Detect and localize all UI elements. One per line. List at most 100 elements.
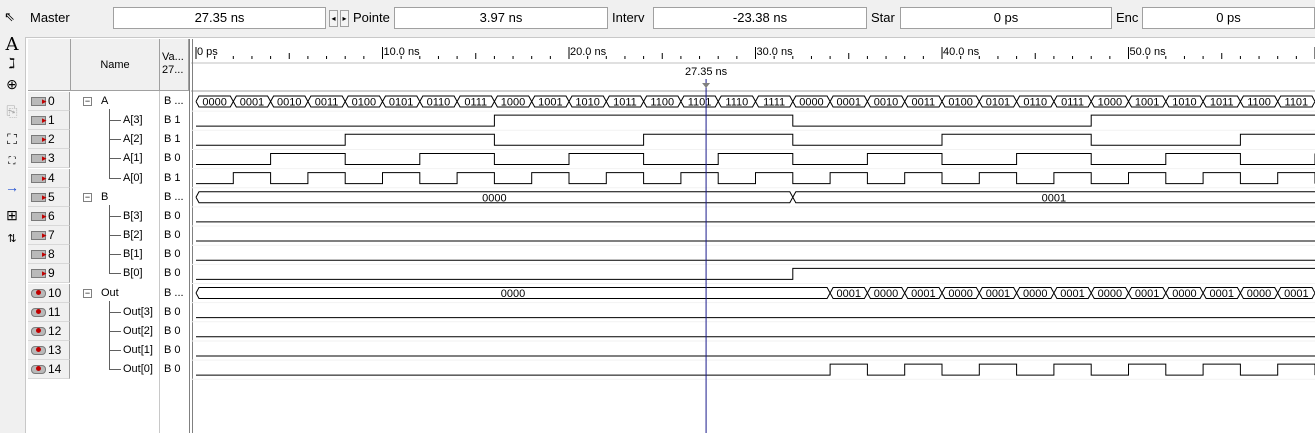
signal-name: A[2] [123, 133, 143, 146]
bus-value-label: 1110 [725, 97, 748, 109]
bus-value-label: 0001 [1135, 288, 1159, 300]
output-dot-icon [36, 308, 41, 314]
pin-arrow-icon: ▸ [42, 96, 47, 106]
signal-value: B 1 [164, 114, 181, 127]
output-dot-icon [36, 366, 41, 372]
bus-value-label: 0010 [874, 97, 898, 109]
bus-value-label: 1001 [538, 97, 562, 109]
bus-value-label: 0000 [482, 192, 506, 204]
bus-segment [1053, 287, 1092, 299]
paste-icon[interactable]: ⎘ [6, 103, 18, 119]
pointer-time-field[interactable]: 3.97 ns [394, 7, 608, 29]
signal-name: B[1] [123, 248, 143, 261]
signal-index: 0 [48, 94, 55, 108]
start-label: Star [871, 10, 895, 25]
bus-segment [270, 95, 309, 108]
zoom-icon[interactable]: ⊕ [6, 76, 18, 92]
name-header[interactable]: Name [71, 39, 160, 91]
signal-value: B ... [164, 95, 184, 107]
tool-strip: A ℷ ⊕ ⎘ ⛶ ⛶ → ⊞ ⇅ [0, 34, 26, 433]
signal-waveform-A[0] [196, 172, 1315, 185]
signal-index: 11 [48, 304, 61, 319]
signal-index-cell: ▸5 [28, 187, 70, 207]
signal-name: A[3] [123, 114, 143, 127]
bus-value-label: 0111 [464, 97, 487, 109]
interval-time-field[interactable]: -23.38 ns [653, 7, 867, 29]
text-tool-icon[interactable]: A [5, 34, 19, 55]
bus-segment [1277, 95, 1315, 108]
pin-arrow-icon: ▸ [42, 230, 47, 241]
signal-name: A[0] [123, 171, 143, 184]
bus-value-label: 1101 [1285, 97, 1309, 109]
signal-name: Out[3] [123, 305, 153, 318]
bus-value-label: 0000 [1247, 288, 1271, 300]
pin-arrow-icon: ▸ [42, 134, 47, 145]
tree-branch-line [109, 177, 121, 179]
bus-value-label: 0000 [501, 288, 525, 300]
signal-index: 8 [48, 247, 55, 262]
find-icon[interactable]: ⛶ [7, 131, 17, 147]
pointer-arrow-icon[interactable]: ⇖ [4, 9, 15, 24]
bus-value-label: 1111 [763, 97, 785, 109]
signal-index: 4 [48, 170, 55, 185]
collapse-group-icon[interactable]: − [83, 191, 92, 202]
pointer-label: Pointe [353, 10, 390, 25]
bus-value-label: 0001 [911, 288, 935, 300]
spin-right-icon[interactable]: ▸ [340, 10, 349, 27]
start-time-field[interactable]: 0 ps [900, 7, 1112, 29]
bus-value-label: 0000 [799, 97, 823, 109]
interval-label: Interv [612, 10, 645, 25]
signal-value: B 0 [164, 209, 181, 222]
bus-value-label: 0111 [1061, 97, 1084, 109]
bus-value-label: 0100 [352, 97, 376, 109]
end-time-field[interactable]: 0 ps [1142, 7, 1315, 29]
signal-index-cell: 12 [28, 321, 70, 341]
signal-index-cell: 11 [28, 302, 70, 322]
signal-index-cell: ▸2 [28, 130, 70, 150]
tree-branch-line [109, 235, 121, 237]
signal-row[interactable]: 11 Out[3] B 0 [26, 302, 189, 322]
signal-name: A[1] [123, 152, 143, 165]
master-time-field[interactable]: 27.35 ns [113, 7, 326, 29]
bus-value-label: 0000 [1172, 288, 1196, 300]
find-next-icon[interactable]: ⛶ [8, 156, 16, 167]
signal-index-cell: ▸3 [28, 149, 70, 169]
waveform-edit-icon[interactable]: ℷ [8, 55, 16, 71]
input-pin-icon [31, 97, 46, 106]
signal-value: B 0 [164, 267, 181, 280]
replace-icon[interactable]: → [5, 179, 19, 195]
signal-row[interactable]: ▸2 A[2] B 1 [26, 130, 189, 150]
tree-branch-line [109, 349, 121, 351]
bus-value-label: 0000 [1098, 288, 1122, 300]
signal-value: B 0 [164, 248, 181, 261]
value-header[interactable]: Va... 27... [160, 39, 189, 91]
signal-waveform-Out[0] [196, 363, 1315, 376]
collapse-group-icon[interactable]: − [83, 287, 92, 298]
input-pin-icon [31, 116, 46, 126]
bus-value-label: 0000 [202, 97, 226, 109]
collapse-group-icon[interactable]: − [83, 96, 92, 106]
cursor-time-label: 27.35 ns [685, 66, 728, 78]
signal-index-cell: ▸0 [28, 92, 70, 111]
signal-value: B 1 [164, 133, 181, 146]
signal-value: B 0 [164, 305, 181, 318]
input-pin-icon [31, 173, 46, 183]
grid-icon[interactable]: ⊞ [6, 207, 18, 223]
spin-left-icon[interactable]: ◂ [329, 10, 338, 27]
tick-label: 50.0 ns [1130, 46, 1167, 58]
sort-icon[interactable]: ⇅ [7, 233, 17, 245]
